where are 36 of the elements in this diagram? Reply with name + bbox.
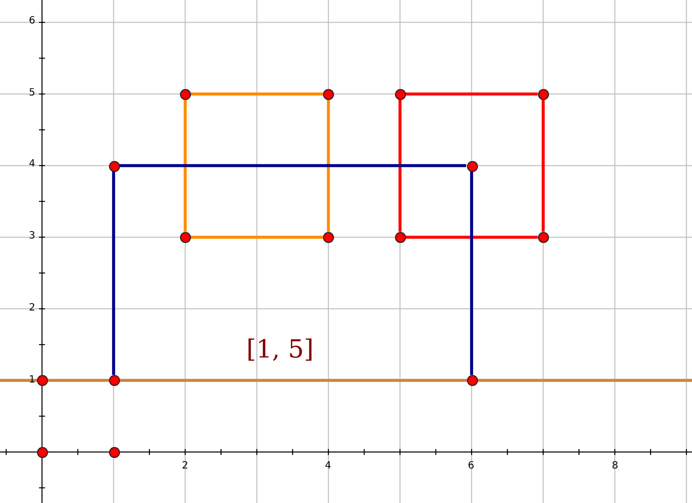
line-segment xyxy=(190,92,323,96)
line-segment xyxy=(406,92,538,96)
tick-label: 2 xyxy=(28,302,36,314)
point-marker xyxy=(466,160,478,172)
line-segment xyxy=(184,100,187,232)
point-marker xyxy=(538,89,550,100)
line-segment xyxy=(112,171,116,375)
point-marker xyxy=(37,375,48,386)
tick-label: 8 xyxy=(612,460,618,472)
point-marker xyxy=(108,160,120,172)
tick-label: 3 xyxy=(28,230,36,242)
tick-label: 5 xyxy=(28,88,36,98)
line-segment xyxy=(406,236,538,239)
point-marker xyxy=(180,232,192,244)
point-marker xyxy=(395,89,406,100)
line-segment xyxy=(398,100,402,232)
point-marker xyxy=(395,232,406,244)
line-segment xyxy=(542,100,545,232)
point-marker xyxy=(108,447,120,458)
point-marker xyxy=(180,89,192,100)
line-segment xyxy=(470,171,474,375)
tick-label: 4 xyxy=(324,460,332,472)
line-segment xyxy=(119,164,466,168)
line-segment xyxy=(326,100,330,232)
point-marker xyxy=(538,232,550,244)
point-marker xyxy=(37,447,48,458)
interval-label: [1, 5] xyxy=(246,334,314,364)
tick-label: 6 xyxy=(468,460,474,472)
point-marker xyxy=(323,232,334,244)
tick-label: 4 xyxy=(28,158,36,170)
point-marker xyxy=(323,89,334,100)
tick-label: 6 xyxy=(28,16,36,26)
line-segment xyxy=(190,236,323,239)
point-marker xyxy=(108,375,120,386)
point-marker xyxy=(466,375,478,386)
tick-label: 2 xyxy=(182,460,188,472)
